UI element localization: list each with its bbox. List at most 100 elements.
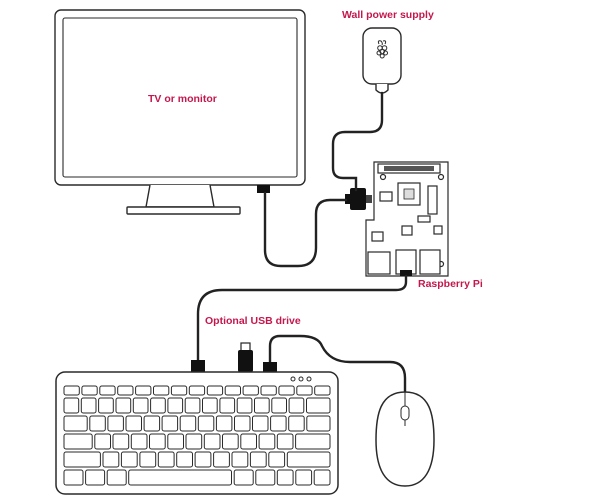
keyboard-key — [197, 415, 215, 432]
keyboard-key — [254, 397, 270, 414]
keyboard-key — [132, 397, 149, 414]
keyboard-key — [255, 469, 276, 486]
keyboard-key — [260, 385, 277, 396]
keyboard-key — [240, 433, 258, 450]
keyboard-key — [249, 451, 267, 468]
keyboard-key — [194, 451, 212, 468]
keyboard-key — [94, 433, 112, 450]
keyboard-key — [222, 433, 239, 450]
keyboard-key — [206, 385, 224, 396]
keyboard-key — [63, 451, 101, 468]
keyboard-key — [184, 397, 201, 414]
keyboard-key — [270, 415, 287, 432]
keyboard-key — [98, 397, 114, 414]
keyboard-key — [296, 385, 313, 396]
keyboard-key — [236, 397, 253, 414]
monitor-label: TV or monitor — [148, 93, 217, 105]
keyboard-key — [276, 469, 294, 486]
cables — [196, 91, 408, 394]
usb-drive-icon — [238, 342, 253, 372]
keyboard-key — [157, 451, 175, 468]
keyboard-key — [63, 385, 80, 396]
keyboard-key — [63, 469, 84, 486]
keyboard-key — [185, 433, 203, 450]
keyboard-key — [81, 385, 98, 396]
keyboard-key — [268, 451, 286, 468]
keyboard-key — [80, 397, 97, 414]
keyboard-key — [125, 415, 142, 432]
keyboard-key — [295, 469, 313, 486]
keyboard-key — [85, 469, 106, 486]
keyboard-key — [306, 415, 331, 432]
usb-drive-label: Optional USB drive — [205, 315, 301, 327]
power-supply-label: Wall power supply — [342, 9, 434, 21]
keyboard-key — [179, 415, 197, 432]
keyboard-key — [63, 397, 80, 414]
keyboard-key — [143, 415, 161, 432]
keyboard-key — [271, 397, 287, 414]
keyboard-key — [288, 397, 305, 414]
keyboard-key — [135, 385, 152, 396]
power-supply-icon — [362, 27, 402, 94]
keyboard-cable — [196, 274, 408, 364]
keyboard-key — [276, 433, 294, 450]
raspberry-pi-board-icon — [345, 161, 449, 277]
mouse-cable — [268, 334, 407, 394]
keyboard-key — [242, 385, 259, 396]
keyboard-key — [112, 433, 130, 450]
keyboard-key — [161, 415, 179, 432]
keyboard-key — [150, 397, 166, 414]
hdmi-cable — [263, 191, 348, 268]
keyboard-key — [313, 469, 331, 486]
keyboard-key — [176, 451, 193, 468]
keyboard-key — [231, 451, 249, 468]
keyboard-key — [278, 385, 295, 396]
keyboard-indicator-lights — [290, 376, 312, 382]
keyboard-key — [252, 415, 269, 432]
keyboard-key — [89, 415, 106, 432]
keyboard-key — [286, 451, 331, 468]
keyboard-key — [170, 385, 188, 396]
power-cable — [331, 91, 384, 192]
keyboard-key — [63, 433, 93, 450]
keyboard-key — [130, 433, 148, 450]
keyboard-key — [99, 385, 116, 396]
keyboard-key — [213, 451, 230, 468]
mouse-usb-plug — [263, 362, 277, 374]
keyboard-usb-plug — [191, 360, 205, 372]
keyboard-key — [224, 385, 241, 396]
raspberry-pi-label: Raspberry Pi — [418, 278, 483, 290]
keyboard-key — [120, 451, 138, 468]
keyboard-key — [149, 433, 166, 450]
keyboard-key — [295, 433, 331, 450]
keyboard-key — [128, 469, 232, 486]
keyboard-key — [139, 451, 157, 468]
keyboard-key — [306, 397, 331, 414]
keyboard-key — [167, 397, 184, 414]
keyboard-key — [288, 415, 305, 432]
keyboard-key — [233, 469, 254, 486]
keyboard-key — [107, 415, 124, 432]
keyboard-key — [63, 415, 88, 432]
mouse-icon — [375, 391, 435, 487]
keyboard-key — [215, 415, 233, 432]
keyboard-key — [106, 469, 127, 486]
raspberry-logo-icon — [376, 40, 388, 59]
keyboard-key — [167, 433, 185, 450]
keyboard-key — [314, 385, 331, 396]
keyboard-key — [219, 397, 236, 414]
keyboard-key — [188, 385, 206, 396]
keyboard-key — [117, 385, 134, 396]
keyboard-key — [258, 433, 276, 450]
keyboard-key — [202, 397, 218, 414]
keyboard-key — [153, 385, 170, 396]
keyboard-key — [234, 415, 251, 432]
keyboard-key — [203, 433, 221, 450]
keyboard-key — [115, 397, 132, 414]
keyboard-key — [102, 451, 120, 468]
monitor-icon — [54, 9, 306, 215]
keyboard-icon — [55, 371, 339, 495]
keyboard-keys — [63, 385, 331, 486]
